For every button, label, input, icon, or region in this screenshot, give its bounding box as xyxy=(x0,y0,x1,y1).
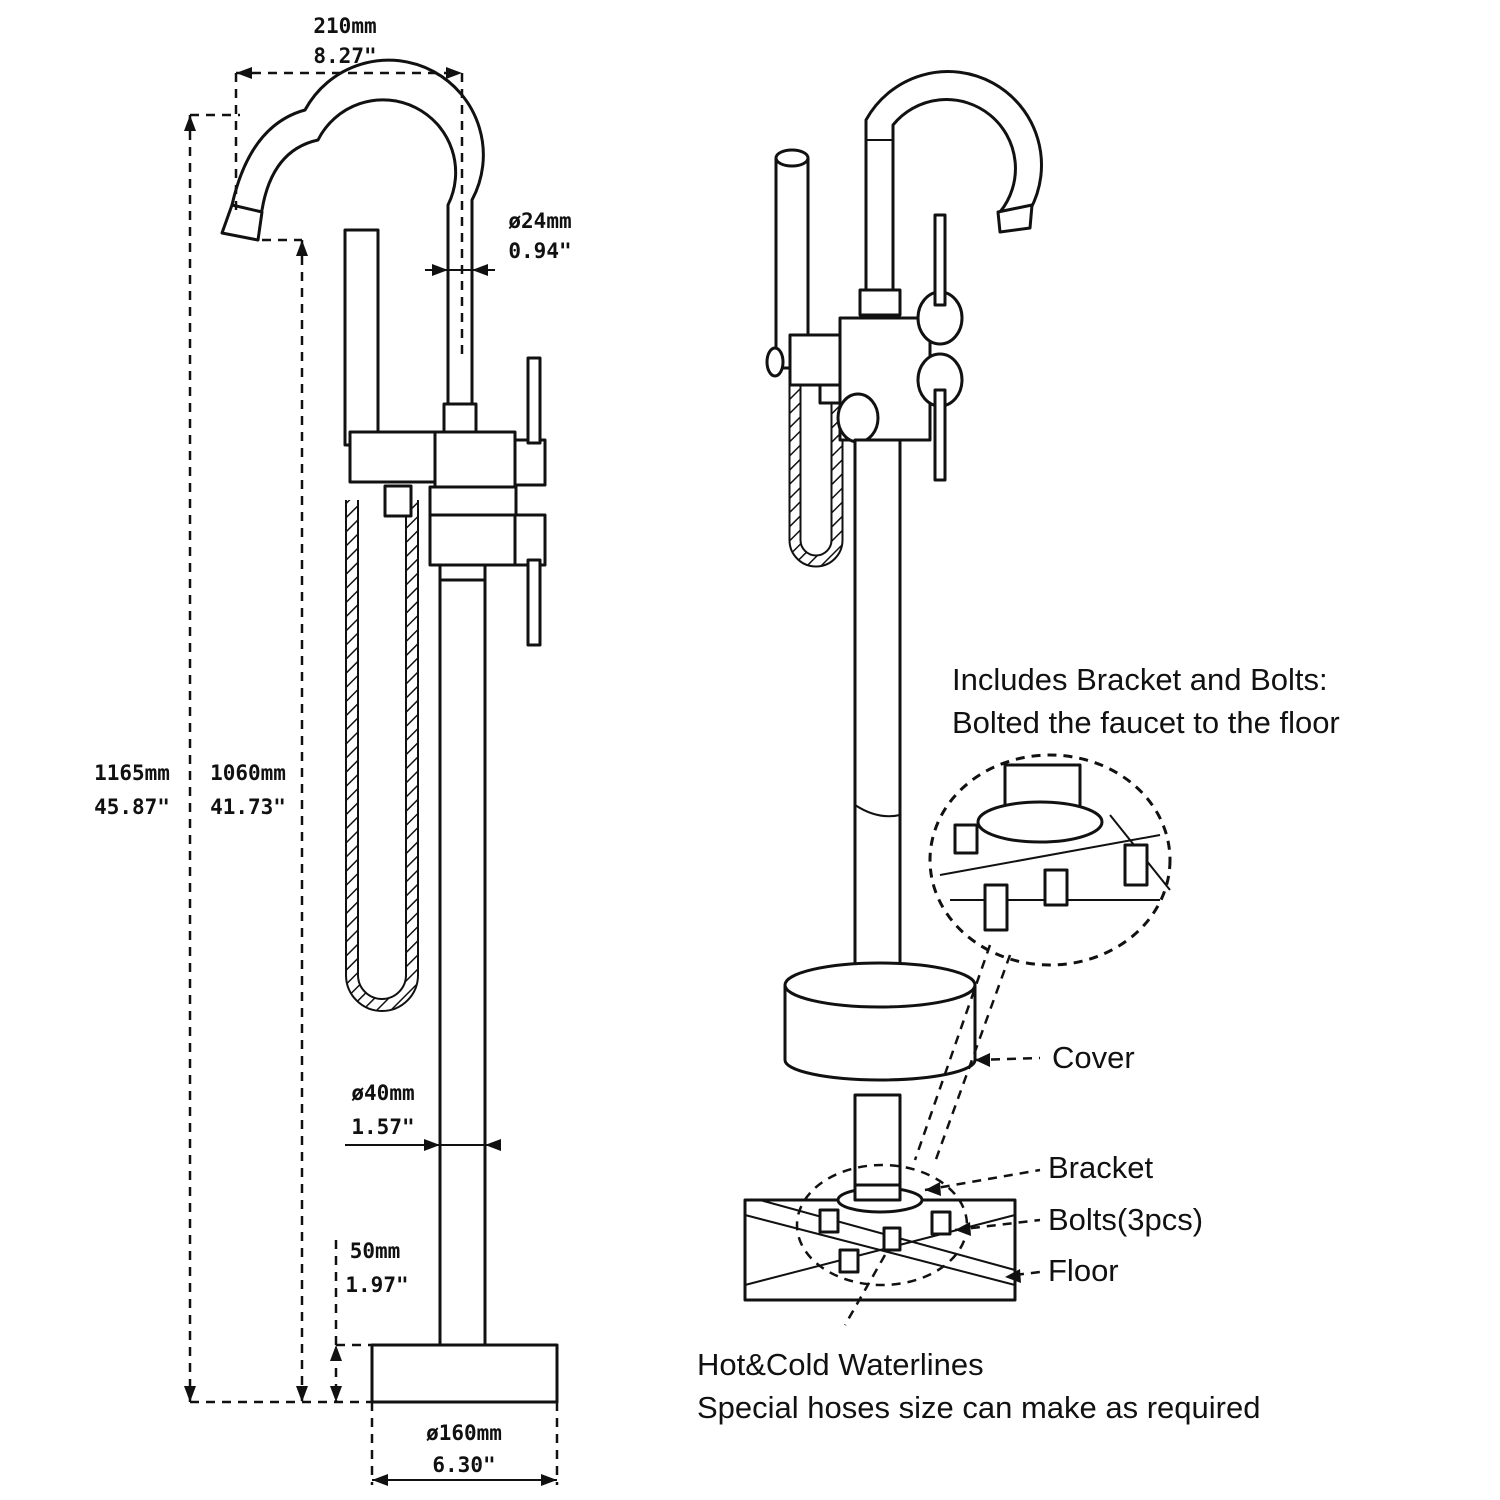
cover-3d xyxy=(783,985,977,1082)
label-includes-line2: Bolted the faucet to the floor xyxy=(952,705,1340,740)
spout xyxy=(230,58,485,410)
dim-pipe-diameter-mm: ø40mm xyxy=(351,1081,414,1105)
main-pipe xyxy=(438,578,487,1347)
hose-connector xyxy=(383,484,413,518)
bracket-holder xyxy=(348,430,437,484)
dim-spout-diameter-inch: 0.94" xyxy=(508,239,571,263)
diverter-body xyxy=(428,513,518,567)
dim-spout-reach-inch: 8.27" xyxy=(313,44,376,68)
label-bracket: Bracket xyxy=(1048,1150,1153,1185)
floor-base xyxy=(370,1343,559,1404)
label-waterlines-line2: Special hoses size can make as required xyxy=(697,1390,1260,1425)
lower-handle xyxy=(526,558,542,647)
dim-spout-diameter-mm: ø24mm xyxy=(508,209,571,233)
side-view: 210mm 8.27" ø24mm 0.94" 1165mm 45.87" 10… xyxy=(94,14,572,1486)
dim-base-height-mm: 50mm xyxy=(350,1239,401,1263)
upper-handle xyxy=(526,356,542,445)
hose xyxy=(345,500,419,1012)
dim-spout-height-mm: 1060mm xyxy=(210,761,286,785)
detail-inset xyxy=(939,763,1171,932)
spout-3d xyxy=(864,70,1044,302)
upper-handle-3d xyxy=(933,213,947,307)
handshower xyxy=(343,228,380,447)
perspective-view: Includes Bracket and Bolts: Bolted the f… xyxy=(697,70,1340,1425)
mixer-body xyxy=(433,430,517,489)
spout-tip xyxy=(220,203,264,242)
label-bolts: Bolts(3pcs) xyxy=(1048,1202,1203,1237)
dim-total-height-mm: 1165mm xyxy=(94,761,170,785)
dim-base-diameter-inch: 6.30" xyxy=(432,1453,495,1477)
label-includes-line1: Includes Bracket and Bolts: xyxy=(952,662,1328,697)
label-waterlines-line1: Hot&Cold Waterlines xyxy=(697,1347,984,1382)
dim-spout-reach-mm: 210mm xyxy=(313,14,376,38)
label-cover: Cover xyxy=(1052,1040,1135,1075)
label-floor: Floor xyxy=(1048,1253,1119,1288)
lower-handle-3d xyxy=(933,388,947,482)
dim-base-height-inch: 1.97" xyxy=(345,1273,408,1297)
dim-total-height-inch: 45.87" xyxy=(94,795,170,819)
dim-pipe-diameter-inch: 1.57" xyxy=(351,1115,414,1139)
main-pipe-3d xyxy=(853,438,902,1002)
dim-base-diameter-mm: ø160mm xyxy=(426,1421,502,1445)
dim-spout-height-inch: 41.73" xyxy=(210,795,286,819)
